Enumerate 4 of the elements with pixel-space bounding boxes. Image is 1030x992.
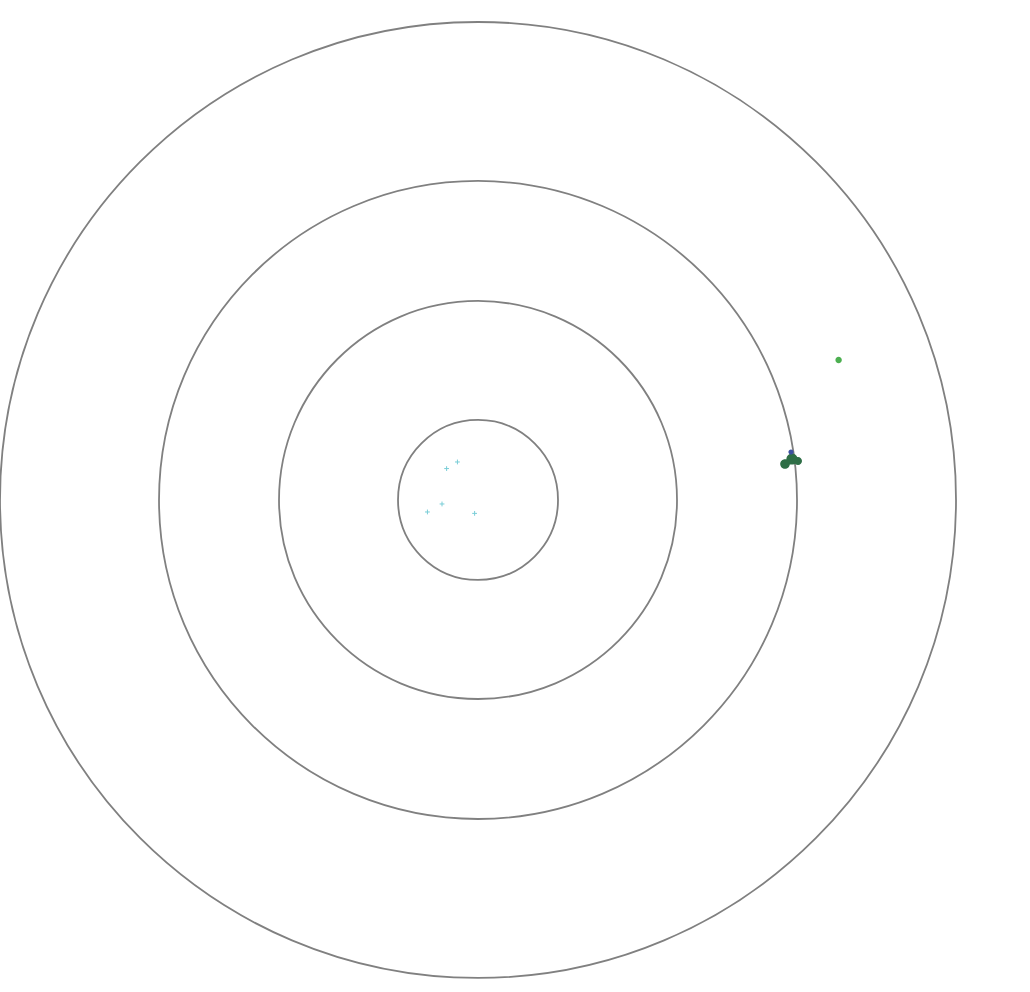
circle <box>278 300 678 700</box>
circle <box>158 180 798 820</box>
circle <box>0 21 957 979</box>
circle <box>397 419 559 581</box>
